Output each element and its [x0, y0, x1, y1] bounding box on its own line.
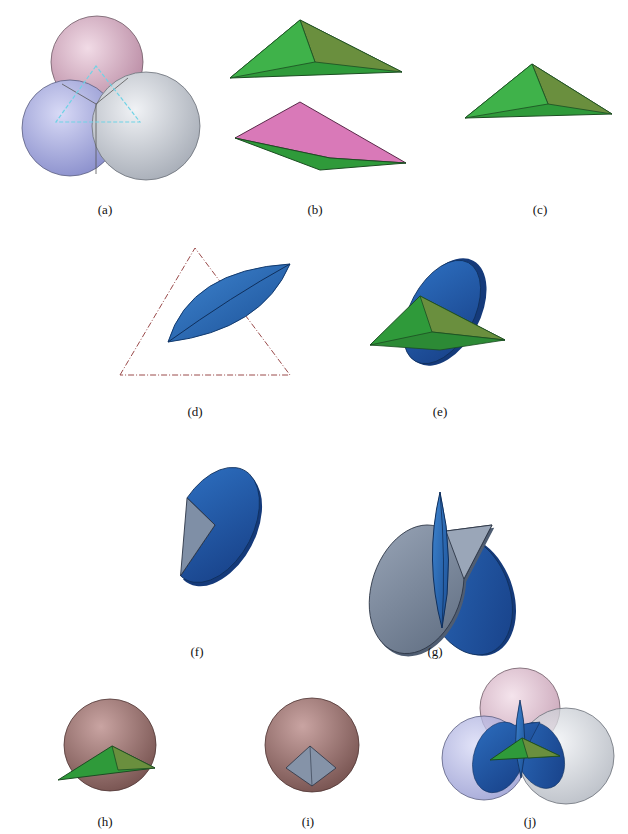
panel-label: (b) [307, 202, 322, 218]
lens-in-triangle [120, 248, 290, 375]
cut-disk [152, 453, 281, 602]
panel-label: (a) [98, 202, 112, 218]
composite-assembly [442, 668, 614, 804]
panel-label: (h) [97, 814, 112, 830]
panel-label: (f) [191, 644, 204, 660]
sphere-with-triangle [58, 699, 156, 791]
cut-disk-pair [353, 492, 532, 673]
disk-with-triangle [370, 245, 505, 379]
sphere-cluster [22, 16, 200, 180]
panel-label: (e) [433, 404, 447, 420]
triangle-solid [230, 20, 406, 170]
panel-label: (c) [533, 202, 547, 218]
triangle-solid [465, 64, 612, 118]
panel-label: (g) [427, 644, 442, 660]
panel-label: (i) [302, 814, 314, 830]
panel-label: (j) [524, 814, 536, 830]
sphere-with-wedge [265, 698, 359, 792]
panel-label: (d) [187, 404, 202, 420]
